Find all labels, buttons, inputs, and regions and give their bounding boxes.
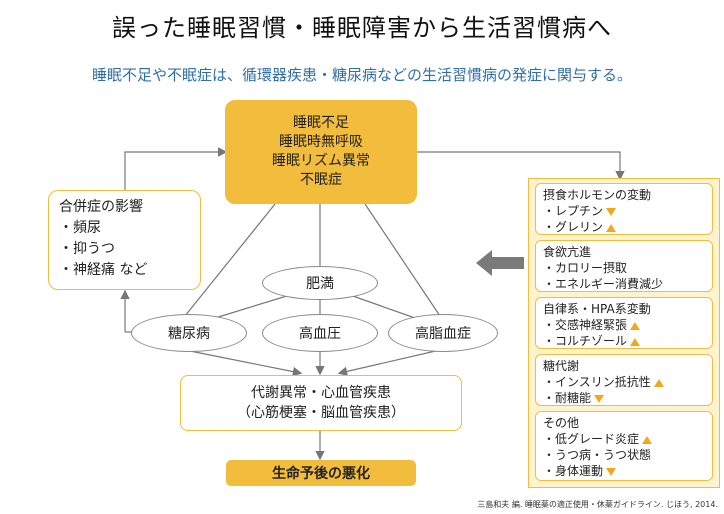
complication-item: ・頻尿 [59,220,101,236]
mechanism-item: ・コルチゾール [543,333,705,349]
left-arrow-icon [476,250,524,276]
mechanism-item: ・レプチン [543,203,705,219]
arrow-up-icon [642,435,653,444]
hypertension-ellipse: 高血圧 [262,314,378,352]
mechanism-heading: その他 [543,416,580,430]
mechanism-box: 摂食ホルモンの変動 ・レプチン ・グレリン [535,183,713,235]
mechanism-item: ・グレリン [543,219,705,235]
complication-item: ・神経痛 など [59,262,148,278]
complications-box: 合併症の影響 ・頻尿 ・抑うつ ・神経痛 など [48,190,201,290]
arrow-down-icon [594,394,605,403]
center-line-4: 不眠症 [300,172,342,188]
mechanism-item: ・交感神経緊張 [543,317,705,333]
complication-item: ・抑うつ [59,241,115,257]
obesity-label: 肥満 [306,276,334,292]
arrow-down-icon [606,467,617,476]
line-diabetes-result [184,349,303,377]
diabetes-label: 糖尿病 [168,326,210,342]
mechanism-item-text: ・身体運動 [543,464,604,478]
sleep-disorders-box: 睡眠不足 睡眠時無呼吸 睡眠リズム異常 不眠症 [225,100,417,204]
arrow-up-icon [606,223,617,232]
mechanism-item: ・うつ病・うつ状態 [543,448,652,462]
mechanism-heading: 食欲亢進 [543,245,592,259]
mechanism-heading: 糖代謝 [543,359,580,373]
diabetes-ellipse: 糖尿病 [131,314,247,352]
obesity-ellipse: 肥満 [262,266,378,300]
center-line-1: 睡眠不足 [293,115,349,131]
center-line-2: 睡眠時無呼吸 [279,134,363,150]
hypertension-label: 高血圧 [299,326,341,342]
mechanism-box: 自律系・HPA系変動 ・交感神経緊張 ・コルチゾール [535,297,713,349]
hyperlipidemia-label: 高脂血症 [415,326,471,342]
result-line-2: （心筋梗塞・脳血管疾患） [237,405,405,421]
mechanism-heading: 自律系・HPA系変動 [543,302,651,316]
line-hyperlipidemia-result [337,349,441,377]
arrow-up-icon [630,337,641,346]
center-line-3: 睡眠リズム異常 [272,153,370,169]
mechanism-item-text: ・耐糖能 [543,391,592,405]
mechanism-item-text: ・レプチン [543,204,604,218]
line-obesity-hyperlipidemia [349,294,416,319]
page-title: 誤った睡眠習慣・睡眠障害から生活習慣病へ [112,14,612,42]
mechanisms-panel: 摂食ホルモンの変動 ・レプチン ・グレリン 食欲亢進 ・カロリー摂取 ・エネルギ… [528,178,720,488]
mechanism-item: ・耐糖能 [543,390,705,406]
mechanism-item: ・身体運動 [543,463,705,479]
line-center-diabetes [184,203,276,317]
mechanism-item-text: ・グレリン [543,220,604,234]
mechanism-item-text: ・低グレード炎症 [543,432,640,446]
mechanism-item-text: ・コルチゾール [543,334,628,348]
prognosis-label: 生命予後の悪化 [272,466,370,482]
subtitle: 睡眠不足や不眠症は、循環器疾患・糖尿病などの生活習慣病の発症に関与する。 [91,66,632,84]
mechanism-item-text: ・交感神経緊張 [543,318,628,332]
mechanism-item: ・インスリン抵抗性 [543,374,705,390]
line-center-hyperlipidemia [364,203,441,317]
arrow-up-icon [653,378,664,387]
prognosis-box: 生命予後の悪化 [226,460,416,486]
complications-heading: 合併症の影響 [59,199,143,215]
arrow-down-icon [606,207,617,216]
mechanism-box: 食欲亢進 ・カロリー摂取 ・エネルギー消費減少 [535,240,713,292]
line-center-to-panel [417,151,625,181]
hyperlipidemia-ellipse: 高脂血症 [388,314,498,352]
mechanism-item-text: ・インスリン抵抗性 [543,375,651,389]
mechanism-item: ・エネルギー消費減少 [543,277,664,291]
mechanism-item: ・カロリー摂取 [543,261,628,275]
mechanism-heading: 摂食ホルモンの変動 [543,188,652,202]
citation: 三島和夫 編. 睡眠薬の適正使用・休薬ガイドライン. じほう, 2014. [477,500,718,509]
mechanism-box: 糖代謝 ・インスリン抵抗性 ・耐糖能 [535,354,713,406]
cardiovascular-result-box: 代謝異常・心血管疾患 （心筋梗塞・脳血管疾患） [180,375,462,431]
mechanism-box: その他 ・低グレード炎症 ・うつ病・うつ状態 ・身体運動 [535,411,713,481]
mechanism-item: ・低グレード炎症 [543,431,705,447]
line-obesity-diabetes [214,294,291,319]
line-complications-to-center [124,147,228,190]
result-line-1: 代謝異常・心血管疾患 [251,385,391,401]
arrow-up-icon [630,321,641,330]
